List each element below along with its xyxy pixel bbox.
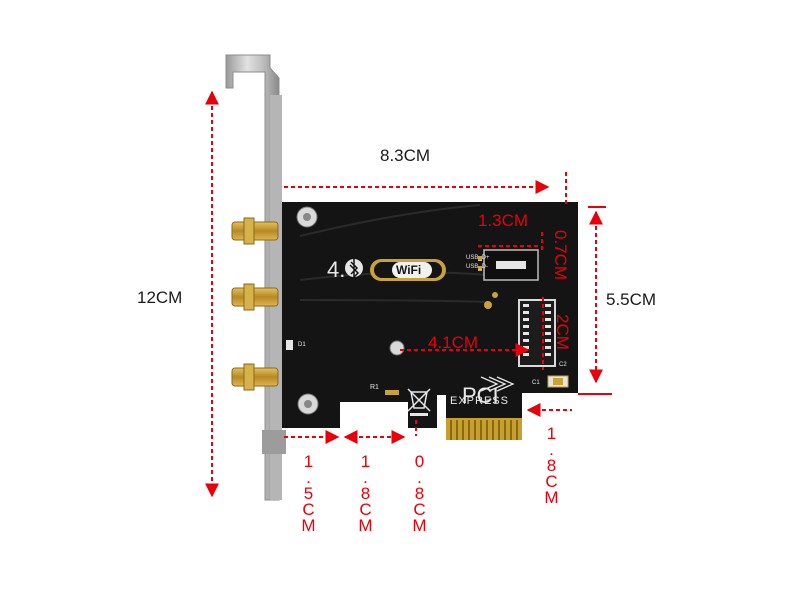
d1-label: D1	[298, 342, 306, 348]
bluetooth-icon	[345, 259, 363, 279]
dim-label-connector-width: 1.3CM	[478, 211, 529, 230]
dim-label-edge-key: 0.8CM	[410, 452, 429, 532]
metal-bracket	[225, 54, 286, 501]
pci-express-chevrons-icon	[480, 376, 515, 392]
pci-logo-text: PCI	[462, 383, 499, 408]
dim-label-m2-length: 4.1CM	[428, 333, 479, 352]
wifi-logo-text: WiFi	[396, 263, 422, 277]
usb-header-connector	[478, 249, 539, 281]
usb-minus-text: USB_D-	[466, 264, 489, 270]
pci-express-text: EXPRESS	[450, 395, 509, 407]
dim-label-m2-width: 2CM	[553, 314, 572, 350]
bt-version-text: 4.	[327, 257, 346, 282]
m2-socket	[518, 299, 556, 367]
usb-plus-text: USB_D+	[466, 255, 490, 261]
pcb-board	[282, 202, 578, 440]
r1-label: R1	[370, 384, 379, 391]
dim-label-edge-gap: 1.8CM	[356, 452, 375, 532]
c1-label: C1	[532, 380, 540, 386]
antenna-connector-bottom	[231, 363, 279, 391]
dim-label-bracket-height: 12CM	[137, 288, 183, 307]
dim-label-connector-height: 0.7CM	[551, 230, 570, 281]
weee-crossed-bin-icon	[407, 388, 431, 416]
wifi-logo-pill	[370, 259, 446, 281]
c2-label: C2	[559, 362, 567, 368]
antenna-connector-middle	[231, 283, 279, 311]
dim-label-width: 8.3CM	[380, 146, 431, 165]
antenna-connector-top	[231, 217, 279, 245]
dim-label-edge-left: 1.5CM	[299, 452, 318, 532]
dim-label-edge-connector: 1.8CM	[542, 424, 561, 504]
dim-label-board-height: 5.5CM	[606, 290, 657, 309]
pci-edge-fingers	[408, 408, 522, 440]
